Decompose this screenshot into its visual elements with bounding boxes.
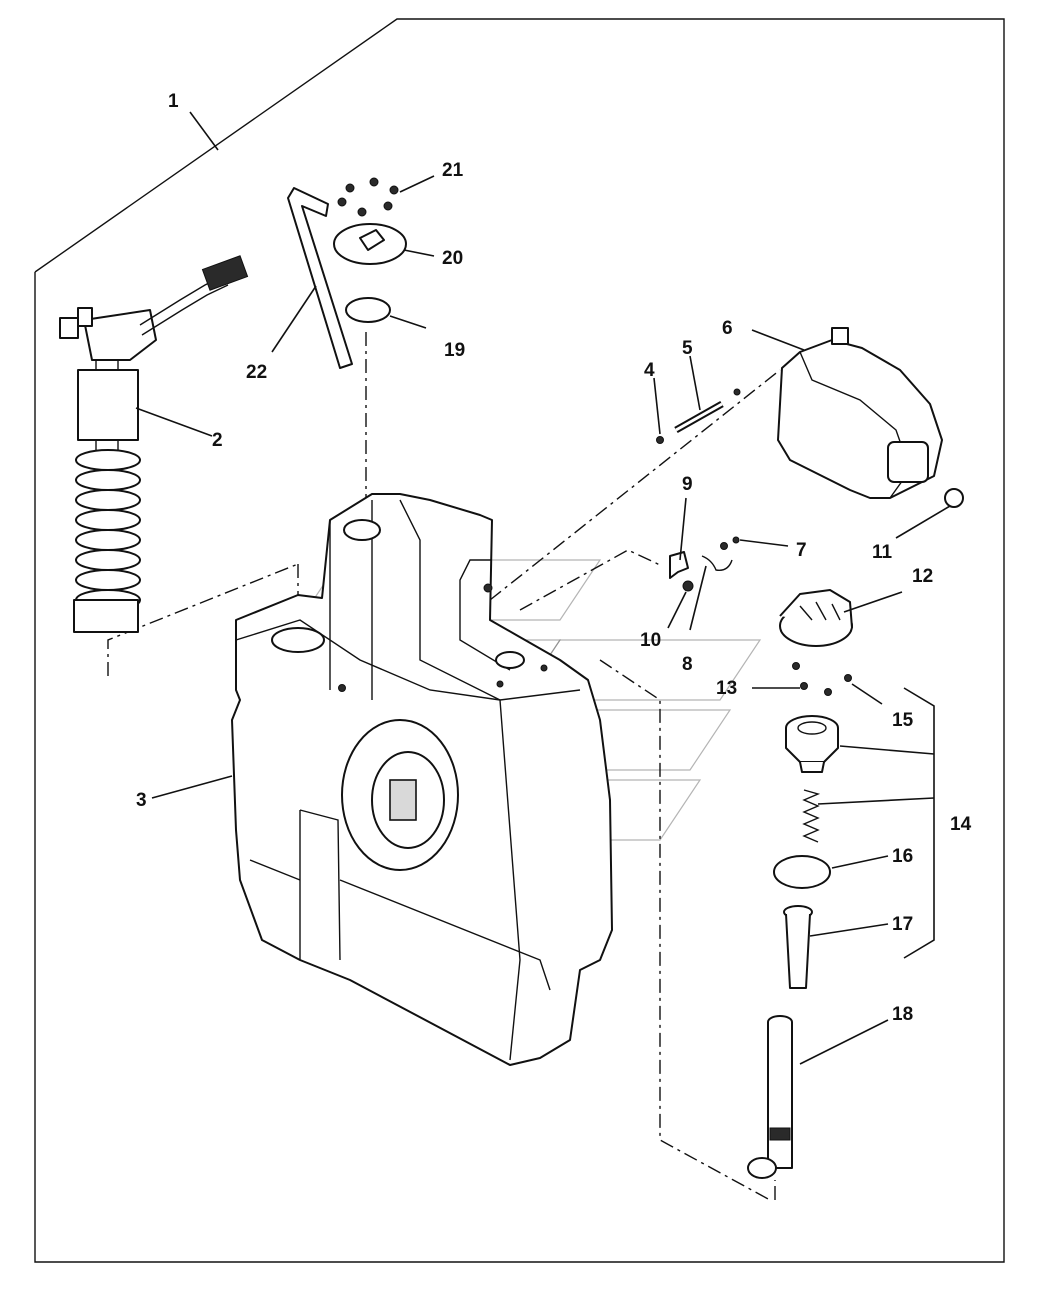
callout-11: 11 — [872, 542, 893, 563]
screw-7a — [720, 542, 728, 550]
sender-coil — [75, 449, 141, 611]
callout-22: 22 — [246, 362, 267, 383]
bracket-14 — [903, 687, 935, 959]
callout-17: 17 — [892, 914, 913, 935]
nut-10 — [682, 580, 694, 592]
screw-15b — [844, 674, 852, 682]
screw-13a — [792, 662, 800, 670]
callout-3: 3 — [136, 790, 147, 811]
callout-12: 12 — [912, 566, 933, 587]
cover-plate — [333, 223, 407, 265]
clip-8 — [701, 555, 733, 571]
assembly-frame — [34, 18, 1005, 1263]
callout-15: 15 — [892, 710, 914, 731]
callout-4: 4 — [644, 360, 655, 381]
tube-17 — [783, 905, 813, 989]
callout-2: 2 — [212, 430, 223, 451]
tank-body — [231, 493, 613, 1066]
callout-18: 18 — [892, 1004, 913, 1025]
callout-19: 19 — [444, 340, 465, 361]
callout-21: 21 — [442, 160, 464, 181]
filler-pipe — [747, 1015, 793, 1179]
callout-10: 10 — [640, 630, 661, 651]
cover-housing — [777, 327, 943, 499]
callout-5: 5 — [682, 338, 693, 359]
callout-labels: 1 2 3 4 5 6 7 8 9 10 11 12 13 14 15 16 1… — [136, 91, 972, 1025]
o-ring-19 — [345, 297, 391, 323]
vent-tube — [287, 187, 353, 369]
callout-20: 20 — [442, 248, 463, 269]
callout-8: 8 — [682, 654, 693, 675]
leader-lines — [135, 111, 951, 1065]
callout-13: 13 — [716, 678, 737, 699]
callout-14: 14 — [950, 814, 972, 835]
callout-6: 6 — [722, 318, 733, 339]
callout-7: 7 — [796, 540, 807, 561]
screw-15a — [824, 688, 832, 696]
screw-7b — [732, 536, 740, 544]
callout-9: 9 — [682, 474, 693, 495]
spring — [802, 789, 821, 843]
screw-13b — [800, 682, 808, 690]
nut-4 — [656, 436, 664, 444]
screw-set-21 — [337, 177, 399, 217]
sender-unit — [59, 255, 249, 633]
o-ring-16 — [773, 855, 831, 889]
filler-neck — [785, 715, 839, 773]
filler-cap — [779, 589, 853, 647]
callout-1: 1 — [168, 91, 179, 112]
bracket-9 — [669, 551, 689, 579]
callout-16: 16 — [892, 846, 913, 867]
plug-11 — [944, 488, 964, 508]
